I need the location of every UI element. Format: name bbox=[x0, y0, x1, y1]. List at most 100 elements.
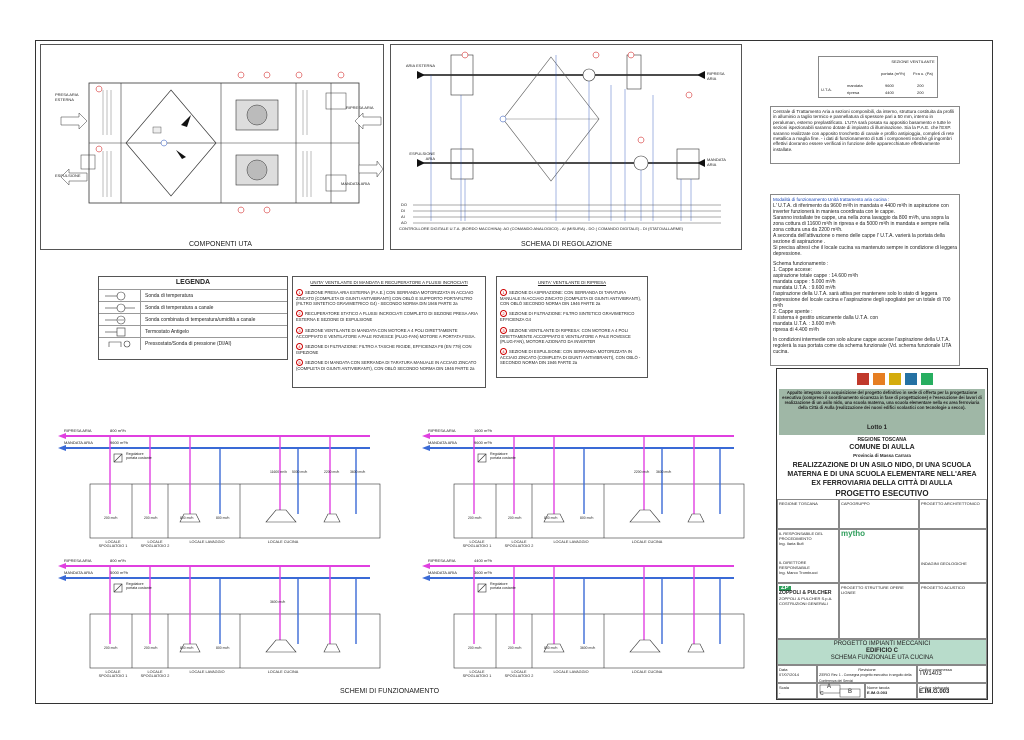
uta-presa-aria-label: PRESA ARIA ESTERNA bbox=[55, 92, 79, 102]
vt-row-label: U.T.A. bbox=[821, 87, 832, 92]
note-number: 1 bbox=[500, 289, 507, 296]
regolazione-caption: SCHEMA DI REGOLAZIONE bbox=[521, 241, 613, 248]
modalita-line: 1. Cappe accese: bbox=[773, 266, 812, 273]
componenti-caption: COMPONENTI UTA bbox=[189, 241, 252, 248]
note-number: 3 bbox=[500, 326, 507, 334]
tb-revisione: Revisione ZERO Rev. 1 - Consegna progett… bbox=[817, 665, 917, 683]
scheme-flow-label: 3600 m³/h bbox=[580, 646, 596, 650]
scheme-locale-label: LOCALE LAVAGGIO bbox=[189, 670, 225, 674]
modalita-body: L' U.T.A. di riferimento da 9600 m³/h in… bbox=[773, 203, 957, 355]
hood-icon bbox=[629, 509, 661, 523]
scheme-mandata-value: 3600 m³/h bbox=[474, 570, 493, 575]
description-box: Centrale di Trattamento Aria a sezioni c… bbox=[770, 106, 960, 164]
commessa: TW1403 bbox=[919, 671, 942, 677]
tb-scala: Scala - bbox=[777, 683, 817, 699]
titolo-tavola: SCHEMA FUNZIONALE UTA CUCINA bbox=[830, 655, 934, 661]
note-number: 1 bbox=[296, 289, 303, 296]
modalita-line: mandata U.T.A. : 3.600 m³/h bbox=[773, 320, 836, 327]
funzionamento-caption: SCHEMI DI FUNZIONAMENTO bbox=[340, 688, 440, 695]
block-c: C bbox=[820, 691, 824, 697]
rev-text: Rev. 1 - Consegna progetto esecutivo in … bbox=[819, 673, 912, 683]
scheme-locale-label: LOCALE SPOGLIATOIO 2 bbox=[140, 670, 170, 679]
hood-icon bbox=[179, 513, 201, 523]
flow-regulator-slash bbox=[113, 583, 123, 593]
scheme-ripresa-value: 1600 m³/h bbox=[474, 428, 493, 433]
note-text: SEZIONE DI MANDATA CON SERRANDA DI TARAT… bbox=[296, 360, 477, 372]
dir-resp: Ing. Marco Trombucci bbox=[779, 570, 818, 575]
mandata-arrow bbox=[422, 445, 430, 451]
tb-strutture: PROGETTO STRUTTURE OPERE LIGNEE bbox=[839, 583, 919, 639]
tb-committente-3: PROGETTO ARCHITETTONICO bbox=[919, 499, 987, 529]
note-text: SEZIONE VENTILANTE DI MANDATA CON MOTORE… bbox=[296, 327, 476, 339]
elaborato-label: Codice elaborato bbox=[919, 685, 950, 690]
tb-impianti: PROGETTO IMPIANTI MECCANICI EDIFICIO C S… bbox=[777, 639, 987, 665]
tb-elaborato: Codice elaborato E.IM.G.003 bbox=[917, 683, 987, 699]
scheme-ripresa-label: RIPRESA ARIA bbox=[64, 428, 92, 433]
flow-regulator-slash bbox=[113, 453, 123, 463]
committente-1: REGIONE TOSCANA bbox=[779, 501, 818, 506]
scheme-locale-label: LOCALE LAVAGGIO bbox=[553, 670, 589, 674]
scheme-flow-label: 800 m³/h bbox=[580, 516, 594, 520]
scheme-ripresa-value: 4400 m³/h bbox=[474, 558, 493, 563]
scheme-locale-label: LOCALE LAVAGGIO bbox=[189, 540, 225, 544]
note-number: 3 bbox=[296, 326, 303, 334]
legenda-box: LEGENDA Sonda di temperatura Sonda di te… bbox=[98, 276, 288, 360]
note-number: 5 bbox=[296, 359, 303, 367]
scheme-mandata-label: MANDATA ARIA bbox=[428, 570, 457, 575]
commessa-label: Codice commessa bbox=[919, 667, 952, 672]
scheme-flow-label: 800 m³/h bbox=[216, 516, 230, 520]
fase: PROGETTO ESECUTIVO bbox=[835, 489, 929, 498]
hood-icon bbox=[265, 509, 297, 523]
elaborato: E.IM.G.003 bbox=[919, 689, 950, 695]
reg-io-do: DO bbox=[401, 202, 407, 207]
norma: E.IM.G.003 bbox=[867, 690, 888, 695]
data-value: 07/07/2014 bbox=[779, 672, 800, 677]
scala: - bbox=[779, 690, 781, 695]
tb-commessa: Codice commessa TW1403 bbox=[917, 665, 987, 683]
scheme-locale-label: LOCALE SPOGLIATOIO 2 bbox=[140, 540, 170, 549]
scheme-flow-label: 800 m³/h bbox=[544, 516, 558, 520]
tb-mytho: mytho bbox=[839, 529, 919, 583]
modalita-line: 2. Cappe spente : bbox=[773, 308, 813, 315]
reg-io-ai: AI bbox=[401, 214, 405, 219]
note-text: SEZIONE DI FILTRAZIONE: FILTRO A TASCHE … bbox=[296, 343, 472, 355]
notes-mandata-box: UNITA' VENTILANTE DI MANDATA E RECUPERAT… bbox=[292, 276, 486, 388]
tb-data: Data 07/07/2014 bbox=[777, 665, 817, 683]
appalto-banner: Appalto integrato con acquisizione del p… bbox=[779, 389, 985, 435]
note-number: 4 bbox=[296, 342, 303, 350]
vt-row-1-prev: 200 bbox=[917, 83, 924, 88]
mytho-logo: mytho bbox=[841, 529, 865, 538]
scheme-locale-label: LOCALE SPOGLIATOIO 2 bbox=[504, 670, 534, 679]
rooms-outline bbox=[89, 483, 381, 539]
tb-impresa: ZP ZOPPOLI & PULCHER ZOPPOLI & PULCHER S… bbox=[777, 583, 839, 639]
scheme-flow-label: 200 m³/h bbox=[144, 516, 158, 520]
modalita-line: mandata U.T.A. : 9.600 m³/h bbox=[773, 284, 836, 291]
scheme-flow-label: 2200 m³/h bbox=[634, 470, 650, 474]
legenda-item-0: Sonda di temperatura bbox=[145, 292, 194, 299]
mandata-arrow bbox=[58, 575, 66, 581]
vt-row-2-portata: 4400 bbox=[885, 90, 894, 95]
reg-mandata: MANDATA ARIA bbox=[707, 157, 726, 167]
vt-header: SEZIONE VENTILANTE bbox=[891, 59, 935, 64]
tb-norma: Nome tavola E.IM.G.003 bbox=[865, 683, 917, 699]
modalita-line: Il sistema è gestito unicamente dalla U.… bbox=[773, 314, 879, 321]
scheme-regolatore: Regolatore portata costante bbox=[126, 452, 152, 461]
legenda-row: Sonda combinata di temperatura/umidità a… bbox=[99, 313, 287, 326]
logo-row bbox=[857, 373, 933, 385]
hood-icon bbox=[543, 513, 565, 523]
scheme-flow-label: 3600 m³/h bbox=[350, 470, 366, 474]
legenda-row: Termostato Antigelo bbox=[99, 325, 287, 338]
hood-icon bbox=[687, 643, 705, 653]
scheme-flow-label: 5000 m³/h bbox=[292, 470, 308, 474]
impresa-sub: ZOPPOLI & PULCHER S.p.A. COSTRUZIONI GEN… bbox=[779, 596, 833, 606]
rooms-outline bbox=[453, 483, 745, 539]
